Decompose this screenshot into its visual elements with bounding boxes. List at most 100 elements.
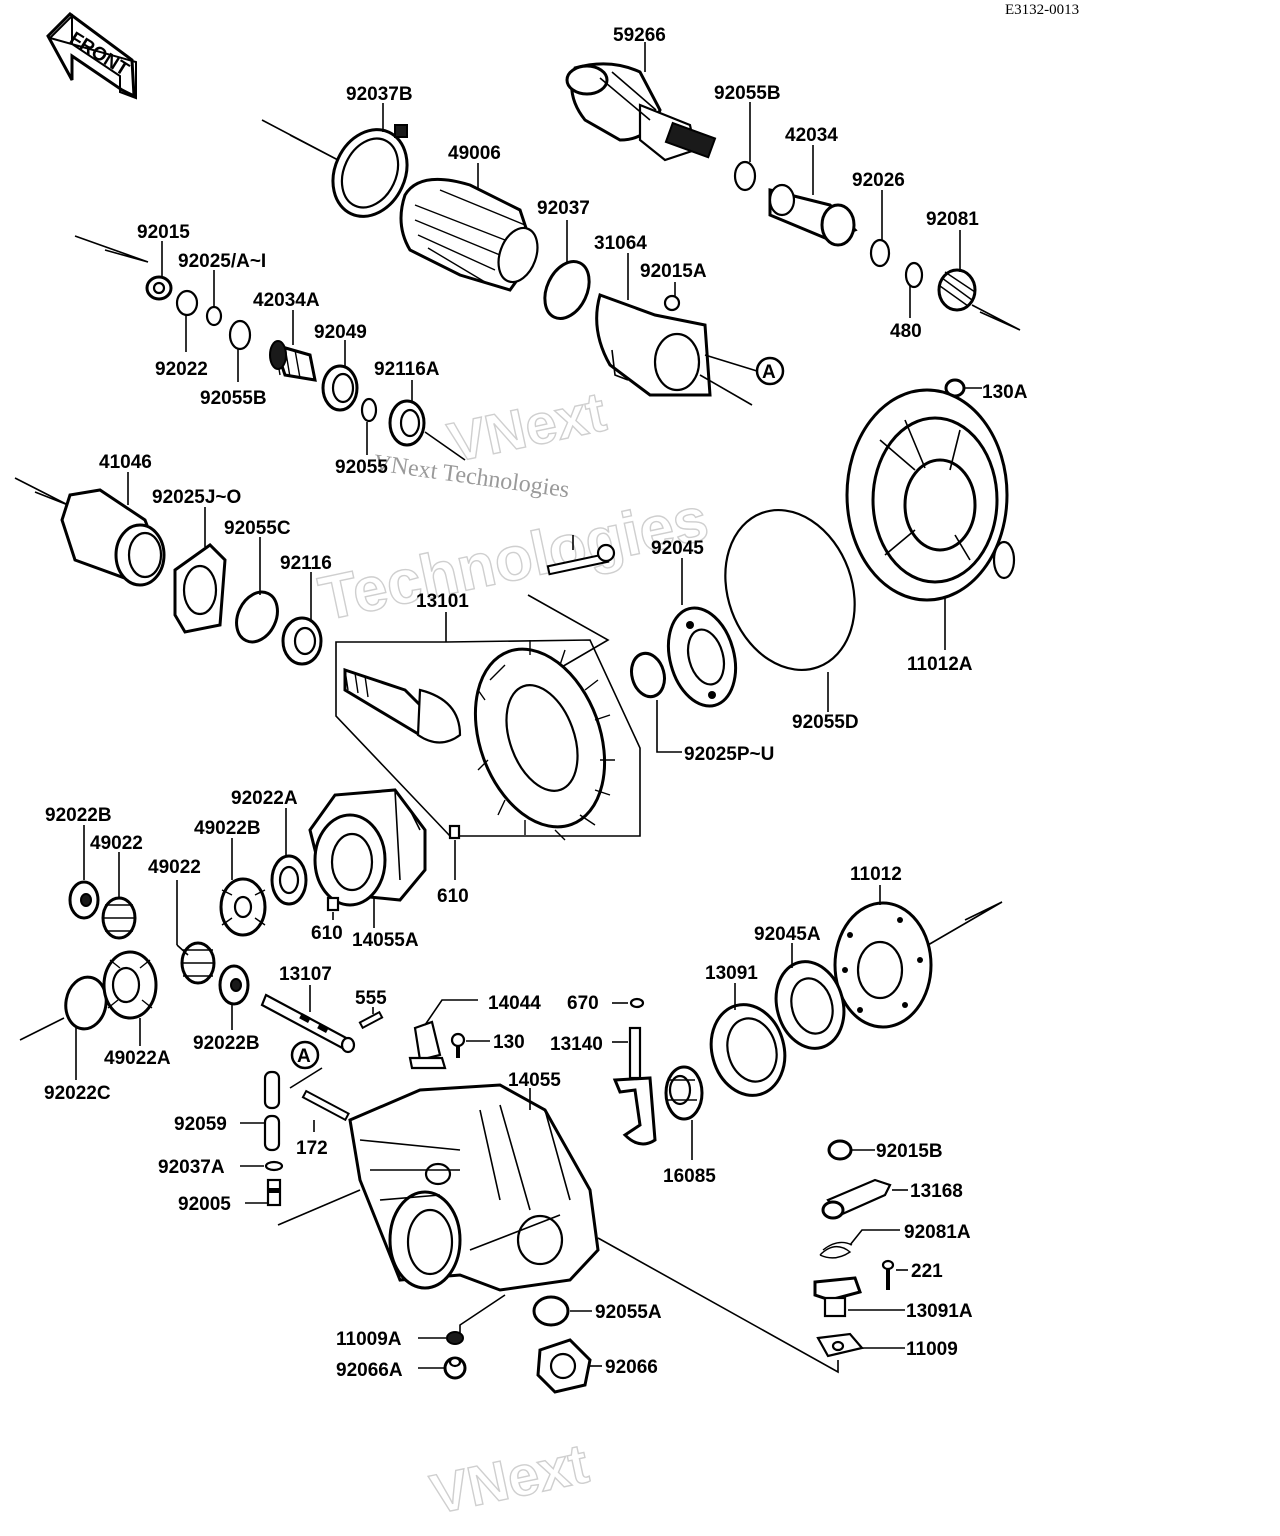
nut-92015A [663, 294, 681, 312]
label-92059: 92059 [174, 1114, 227, 1135]
label-92081A: 92081A [904, 1222, 971, 1243]
label-92055D: 92055D [792, 712, 859, 733]
housing-14055 [348, 1083, 600, 1292]
bolt-130-top [546, 543, 616, 576]
pinion-gear-49022-b [180, 941, 216, 985]
washer-92022C [64, 975, 108, 1031]
diagram-code: E3132-0013 [1005, 2, 1079, 18]
label-11009A: 11009A [336, 1329, 402, 1350]
label-11009: 11009 [906, 1339, 958, 1360]
front-arrow-icon: FRONT [46, 12, 137, 100]
svg-text:VNext: VNext [425, 1431, 593, 1526]
stud-172 [301, 1089, 350, 1122]
label-49022-a: 49022 [90, 833, 143, 854]
washer-670 [629, 997, 645, 1009]
oring-92055C [235, 590, 279, 644]
label-92025-a-i: 92025/A~I [178, 251, 266, 272]
label-14055A: 14055A [352, 930, 419, 951]
label-480: 480 [890, 321, 922, 342]
cover-11012A [845, 388, 1016, 602]
label-92026: 92026 [852, 170, 905, 191]
circlip-480 [904, 261, 924, 289]
spring-92081 [937, 268, 977, 312]
label-92045: 92045 [651, 538, 704, 559]
label-92015A: 92015A [640, 261, 707, 282]
shift-fork-13140 [612, 1026, 657, 1146]
svg-text:Technologies: Technologies [313, 485, 714, 635]
label-92066A: 92066A [336, 1360, 403, 1381]
label-92022: 92022 [155, 359, 208, 380]
label-92066: 92066 [605, 1357, 658, 1378]
ref-marker-a-bottom: A [289, 1040, 323, 1089]
clamp-92037 [543, 260, 591, 320]
oring-92055 [360, 397, 378, 423]
seal-92045A [774, 960, 846, 1050]
pin-610-b [326, 896, 340, 912]
oring-92055B-top [733, 160, 757, 192]
label-610-a: 610 [437, 886, 469, 907]
side-gear-49022A [102, 950, 158, 1020]
label-92015B: 92015B [876, 1141, 943, 1162]
label-13101: 13101 [416, 591, 469, 612]
bearing-92116 [281, 616, 323, 666]
label-172: 172 [296, 1138, 328, 1159]
bearing-92049 [321, 364, 359, 412]
label-42034A: 42034A [253, 290, 320, 311]
shim-92025-a-i [205, 305, 223, 327]
label-11012: 11012 [850, 864, 902, 885]
cover-plate-11012 [833, 901, 933, 1029]
shim-92025P-U [630, 651, 666, 699]
nut-92015 [145, 275, 173, 301]
label-92025J-O: 92025J~O [152, 487, 241, 508]
label-92049: 92049 [314, 322, 367, 343]
label-92055B: 92055B [200, 388, 267, 409]
label-92055C: 92055C [224, 518, 291, 539]
plug-92066A [443, 1356, 467, 1380]
gear-set-13101 [335, 612, 641, 841]
gasket-92025J-O [173, 543, 227, 634]
housing-41046 [60, 488, 166, 587]
label-92055B-top: 92055B [714, 83, 781, 104]
lever-13168 [821, 1178, 892, 1220]
label-92055: 92055 [335, 457, 388, 478]
label-31064: 31064 [594, 233, 647, 254]
housing-31064 [595, 293, 712, 397]
label-92022B-b: 92022B [193, 1033, 260, 1054]
race-13091 [709, 1003, 787, 1097]
oring-92055A [532, 1295, 570, 1327]
oring-92055B [228, 319, 252, 351]
plug-92066 [536, 1338, 592, 1394]
label-130A: 130A [982, 382, 1028, 403]
label-92022C: 92022C [44, 1083, 111, 1104]
label-92045A: 92045A [754, 924, 821, 945]
fitting-92005 [266, 1178, 282, 1207]
label-92037B: 92037B [346, 84, 413, 105]
bearing-92116A [388, 399, 426, 447]
ref-marker-a-top: A [699, 354, 785, 406]
svg-text:A: A [297, 1046, 311, 1067]
bolt-221 [881, 1259, 895, 1290]
label-13091: 13091 [705, 963, 758, 984]
label-92116: 92116 [280, 553, 332, 574]
label-14055: 14055 [508, 1070, 561, 1091]
pin-610-a [448, 824, 461, 840]
nut-92015B [827, 1139, 853, 1161]
label-92055A: 92055A [595, 1302, 662, 1323]
oring-92055D [724, 508, 856, 672]
cv-joint-59266 [565, 62, 717, 162]
label-92037A: 92037A [158, 1157, 225, 1178]
label-670: 670 [567, 993, 599, 1014]
gasket-11009A [446, 1331, 464, 1345]
label-610-b: 610 [311, 923, 343, 944]
part-labels: 59266 92055B 42034 92026 92081 480 92037… [44, 25, 1028, 1381]
label-11012A: 11012A [907, 654, 973, 675]
diff-case-14055A [308, 788, 427, 907]
label-92015: 92015 [137, 222, 190, 243]
label-13140: 13140 [550, 1034, 603, 1055]
label-13107: 13107 [279, 964, 332, 985]
bracket-14044 [408, 1020, 447, 1070]
label-13168: 13168 [910, 1181, 963, 1202]
label-49022A: 49022A [104, 1048, 171, 1069]
clamp-band-92037B [331, 124, 409, 218]
label-92005: 92005 [178, 1194, 231, 1215]
